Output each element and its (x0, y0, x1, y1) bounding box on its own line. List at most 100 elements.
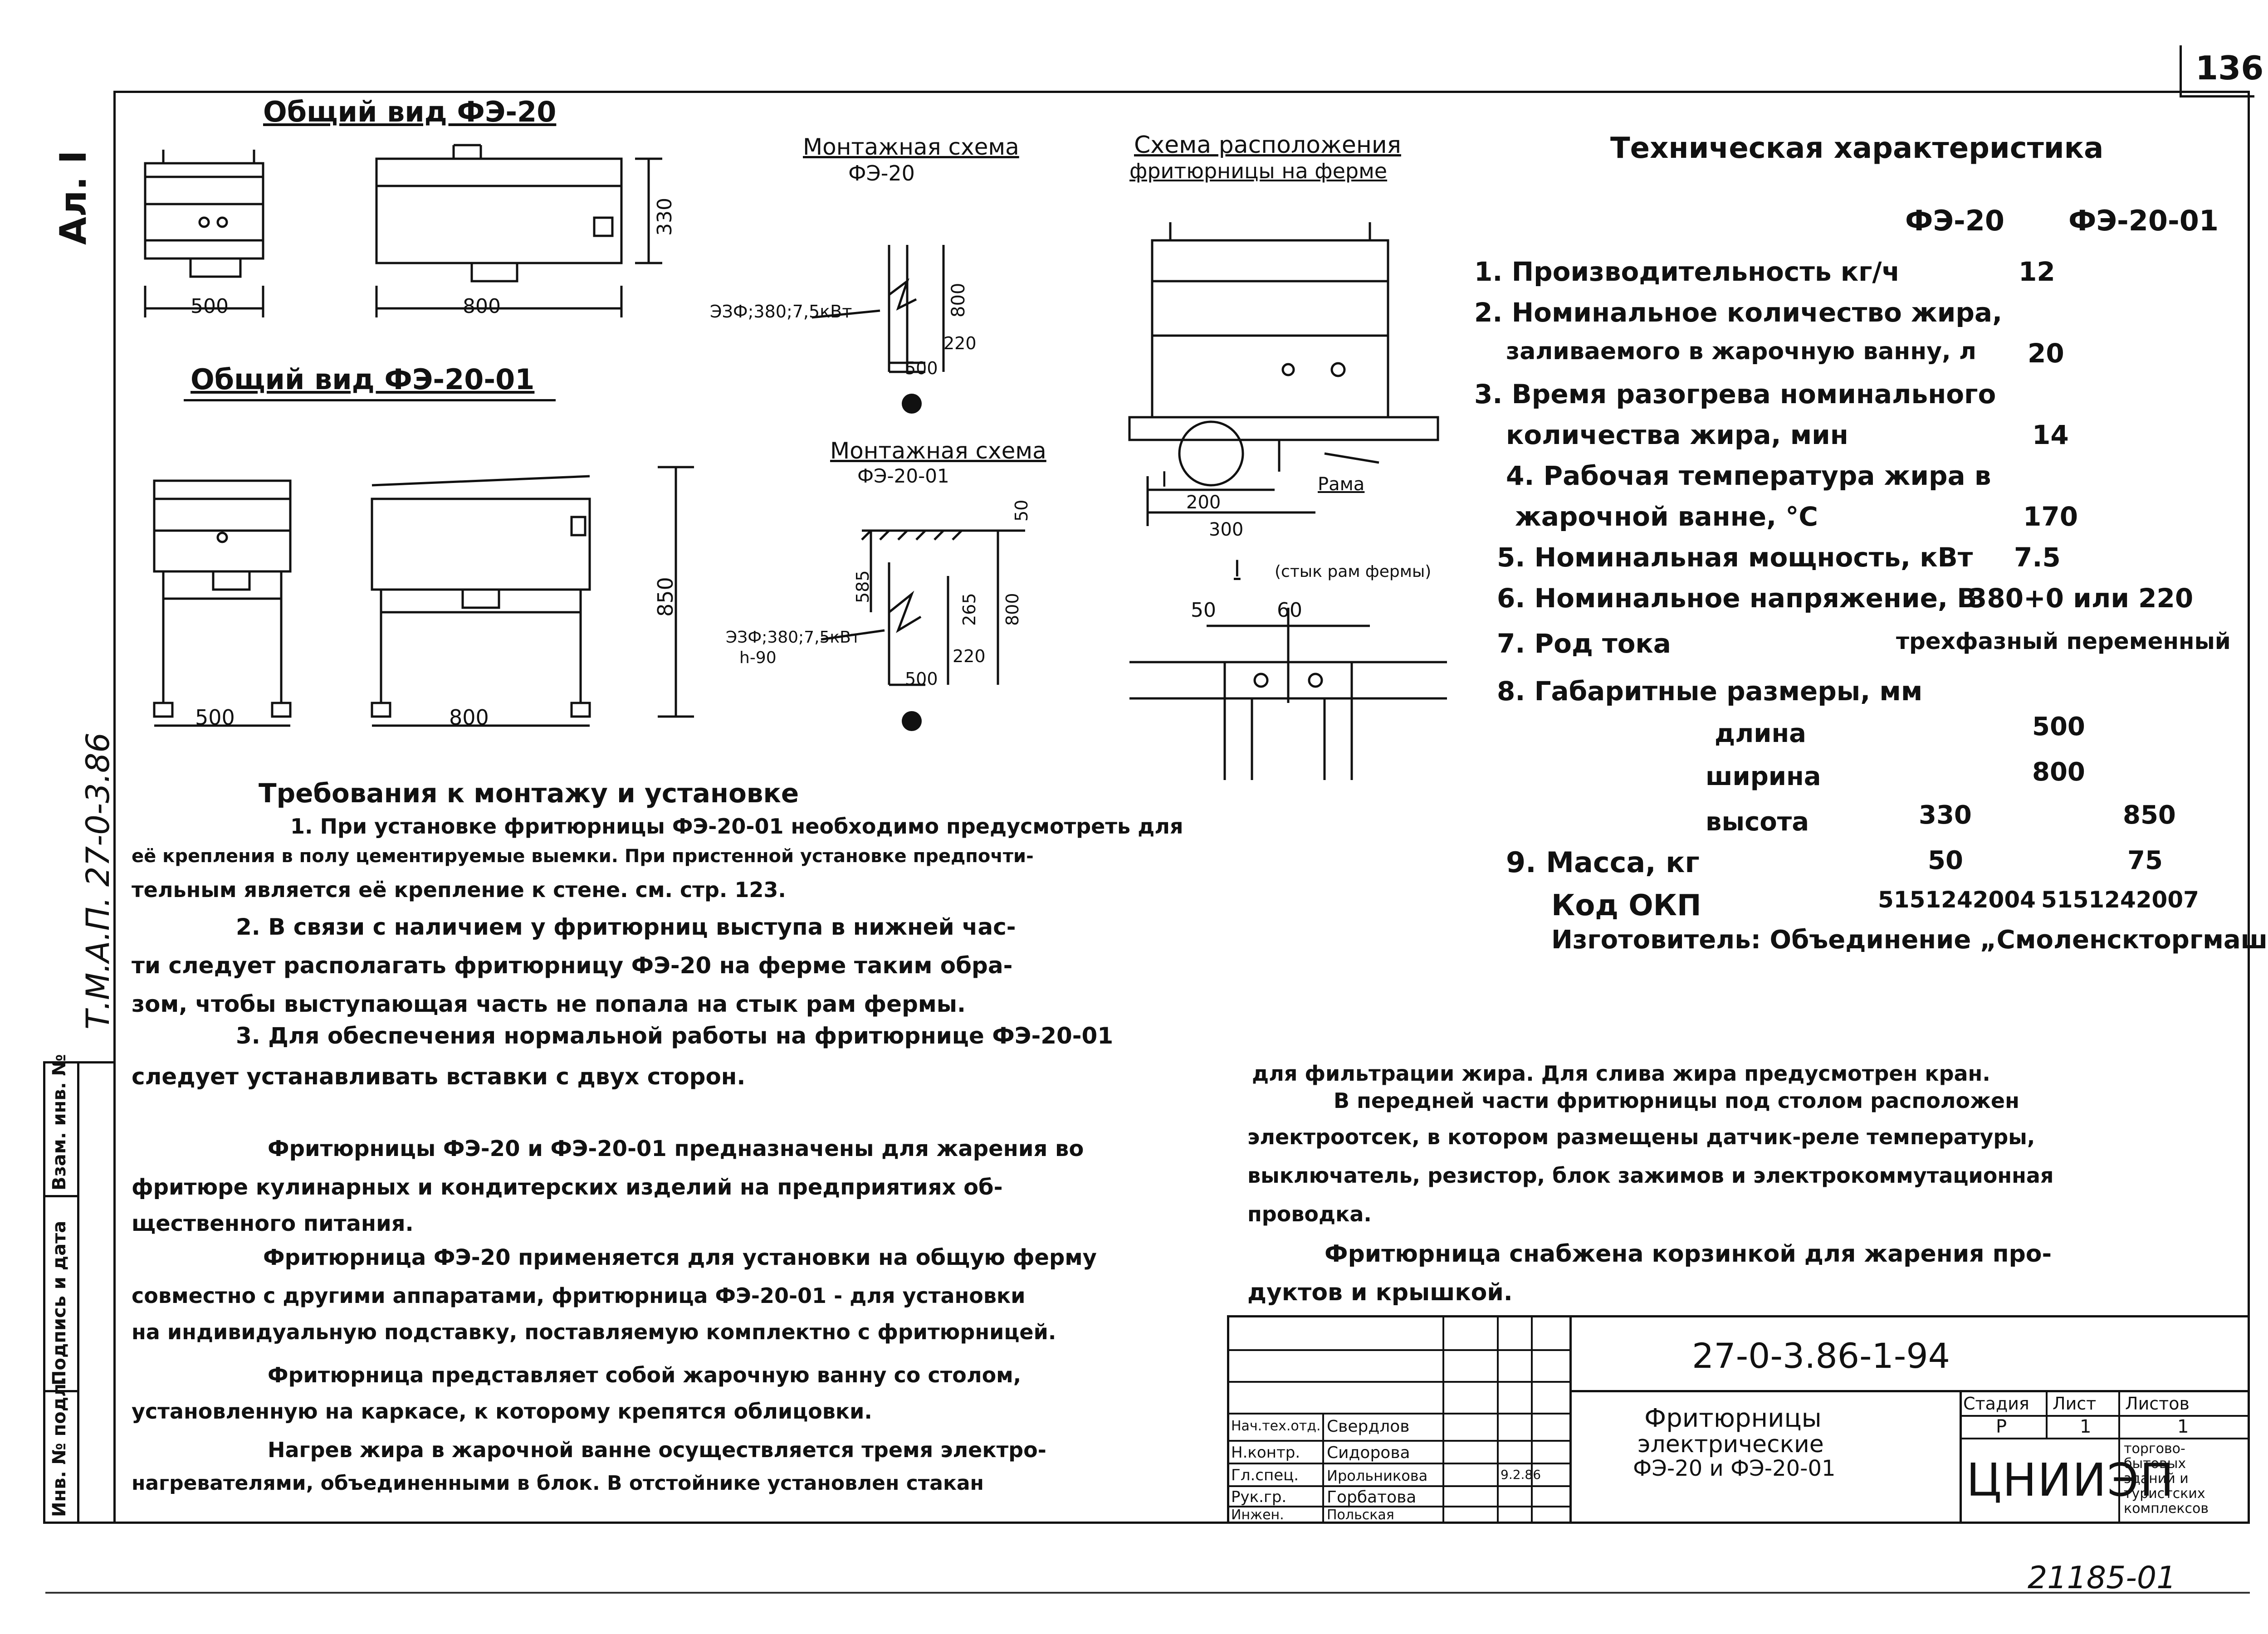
mass-value1: 50 (1928, 846, 1963, 875)
sheet-number-box: 136 (2180, 45, 2263, 98)
joint-mark: I (1234, 556, 1241, 582)
tech-row-value: 14 (2032, 419, 2069, 450)
role-label: Рук.гр. (1231, 1488, 1287, 1506)
dims-width-value: 800 (2032, 757, 2085, 787)
requirements-line: зом, чтобы выступающая часть не попала н… (132, 991, 966, 1017)
role-label: Гл.спец. (1231, 1466, 1299, 1484)
bottom-rule (45, 1592, 2250, 1594)
mount-fe20-dim-500: 500 (905, 358, 938, 378)
description-line: выключатель, резистор, блок зажимов и эл… (1247, 1163, 2054, 1188)
requirements-line: тельным является её крепление к стене. с… (132, 878, 786, 902)
mount-fe20-drawing (811, 245, 945, 414)
tech-row: количества жира, мин (1506, 419, 1848, 450)
organization-sub: туристских (2124, 1486, 2205, 1502)
dims-length-value: 500 (2032, 712, 2085, 741)
mount-fe2001-subtitle: ФЭ-20-01 (857, 465, 949, 487)
organization-sub: зданий и (2124, 1471, 2189, 1487)
okp-value1: 5151242004 (1878, 887, 2036, 913)
mount-fe2001-title: Монтажная схема (830, 438, 1046, 464)
dims-length-label: длина (1715, 719, 1806, 748)
okp-label: Код ОКП (1551, 889, 1701, 922)
description-line: Фритюрница снабжена корзинкой для жарени… (1325, 1240, 2052, 1268)
album-code: Т.М.А.П. 27-0-3.86 (79, 732, 117, 1029)
inventory-number: 21185-01 (2028, 1560, 2176, 1596)
tech-row-value: 20 (2028, 338, 2064, 369)
tech-row-value: 170 (2023, 501, 2078, 532)
fe20-width-dim: 500 (191, 295, 229, 318)
organization: ЦНИИЭП (1966, 1454, 2175, 1507)
general-view-fe20-drawing (144, 144, 662, 317)
document-code: 27-0-3.86-1-94 (1692, 1336, 1950, 1376)
mount-fe20-label: ЭЗФ;380;7,5кВт (710, 302, 852, 322)
drawing-frame (113, 91, 2250, 1524)
tech-row: жарочной ванне, °С (1515, 501, 1818, 532)
joint-subtitle: (стык рам фермы) (1275, 562, 1432, 581)
mount-fe2001-drawing (821, 529, 1025, 731)
requirements-line: 3. Для обеспечения нормальной работы на … (236, 1023, 1114, 1049)
requirements-line: 1. При установке фритюрницы ФЭ-20-01 нео… (290, 814, 1183, 839)
sheets-value: 1 (2177, 1416, 2189, 1437)
tech-row: 7. Род тока (1497, 628, 1671, 659)
layout-dim-200: 200 (1186, 492, 1221, 513)
mount-fe20-subtitle: ФЭ-20 (848, 161, 915, 185)
tech-row: 8. Габаритные размеры, мм (1497, 676, 1923, 707)
signer-name: Ирольникова (1327, 1467, 1428, 1484)
tech-title: Техническая характеристика (1610, 132, 2104, 165)
role-label: Н.контр. (1231, 1444, 1300, 1462)
role-label: Нач.тех.отд. (1231, 1418, 1321, 1434)
joint-drawing (1129, 608, 1447, 780)
description-line: Фритюрница представляет собой жарочную в… (268, 1363, 1022, 1387)
requirements-line: 2. В связи с наличием у фритюрниц выступ… (236, 914, 1016, 940)
sign-date: 9.2.86 (1501, 1467, 1541, 1482)
okp-value2: 5151242007 (2041, 887, 2199, 913)
mount-fe2001-dim-220: 220 (953, 646, 986, 666)
description-line: щественного питания. (132, 1211, 414, 1236)
mount-fe20-dim-800: 800 (948, 283, 969, 317)
signer-name: Сидорова (1327, 1444, 1410, 1462)
requirements-line: ти следует располагать фритюрницу ФЭ-20 … (132, 952, 1013, 979)
tech-row-value: 380+0 или 220 (1969, 583, 2194, 614)
sheet-number: 136 (2195, 49, 2264, 87)
left-stamp: Инв. № подл. Подпись и дата Взам. инв. № (43, 1054, 116, 1524)
tech-row: 1. Производительность кг/ч (1474, 256, 1900, 287)
dims-width-label: ширина (1706, 762, 1821, 791)
description-line: электроотсек, в котором размещены датчик… (1247, 1125, 2035, 1149)
requirements-line: её крепления в полу цементируемые выемки… (132, 846, 1034, 867)
layout-drawing (1128, 222, 1439, 526)
joint-dim-60: 60 (1277, 599, 1302, 622)
tech-row-value: трехфазный переменный (1896, 628, 2231, 654)
stage-label: Стадия (1963, 1394, 2029, 1414)
signer-name: Свердлов (1327, 1417, 1410, 1436)
tech-row: 3. Время разогрева номинального (1474, 379, 1996, 410)
manufacturer: Изготовитель: Объединение „Смоленскторгм… (1551, 925, 2268, 955)
description-line: совместно с другими аппаратами, фритюрни… (132, 1283, 1026, 1308)
layout-title: Схема расположения (1134, 132, 1401, 159)
stamp-label-sign: Подпись и дата (49, 1220, 70, 1385)
tech-row: 2. Номинальное количество жира, (1474, 297, 2003, 328)
description-line: В передней части фритюрницы под столом р… (1334, 1088, 2019, 1113)
sheet-value: 1 (2080, 1416, 2092, 1437)
fe2001-length-dim: 800 (449, 705, 489, 730)
sheets-label: Листов (2125, 1394, 2190, 1414)
requirements-line: следует устанавливать вставки с двух сто… (132, 1063, 746, 1090)
signer-name: Горбатова (1327, 1488, 1417, 1507)
layout-subtitle: фритюрницы на ферме (1129, 159, 1388, 183)
description-line: Фритюрницы ФЭ-20 и ФЭ-20-01 предназначен… (268, 1136, 1084, 1161)
layout-mark: I (1161, 467, 1168, 492)
fe20-length-dim: 800 (463, 295, 501, 318)
organization-sub: бытовых (2124, 1456, 2186, 1472)
description-line: на индивидуальную подставку, поставляему… (132, 1320, 1056, 1344)
mount-fe20-dim-220: 220 (943, 333, 977, 353)
tech-row: 4. Рабочая температура жира в (1506, 460, 1991, 491)
description-line: Фритюрница ФЭ-20 применяется для установ… (263, 1245, 1097, 1270)
description-line: нагревателями, объединенными в блок. В о… (132, 1472, 984, 1495)
layout-dim-300: 300 (1209, 519, 1244, 540)
title-block: 27-0-3.86-1-94 Нач.тех.отд. Свердлов Н.к… (1227, 1315, 2250, 1524)
description-line: установленную на каркасе, к которому кре… (132, 1399, 872, 1424)
description-line: фритюре кулинарных и кондитерских издели… (132, 1175, 1003, 1200)
mount-fe2001-label: ЭЗФ;380;7,5кВт (726, 628, 860, 647)
product-name-line: Фритюрницы (1644, 1404, 1822, 1433)
tech-col2: ФЭ-20-01 (2068, 204, 2219, 237)
mount-fe2001-dim-265: 265 (959, 593, 979, 626)
general-view-fe2001-title: Общий вид ФЭ-20-01 (191, 363, 535, 396)
